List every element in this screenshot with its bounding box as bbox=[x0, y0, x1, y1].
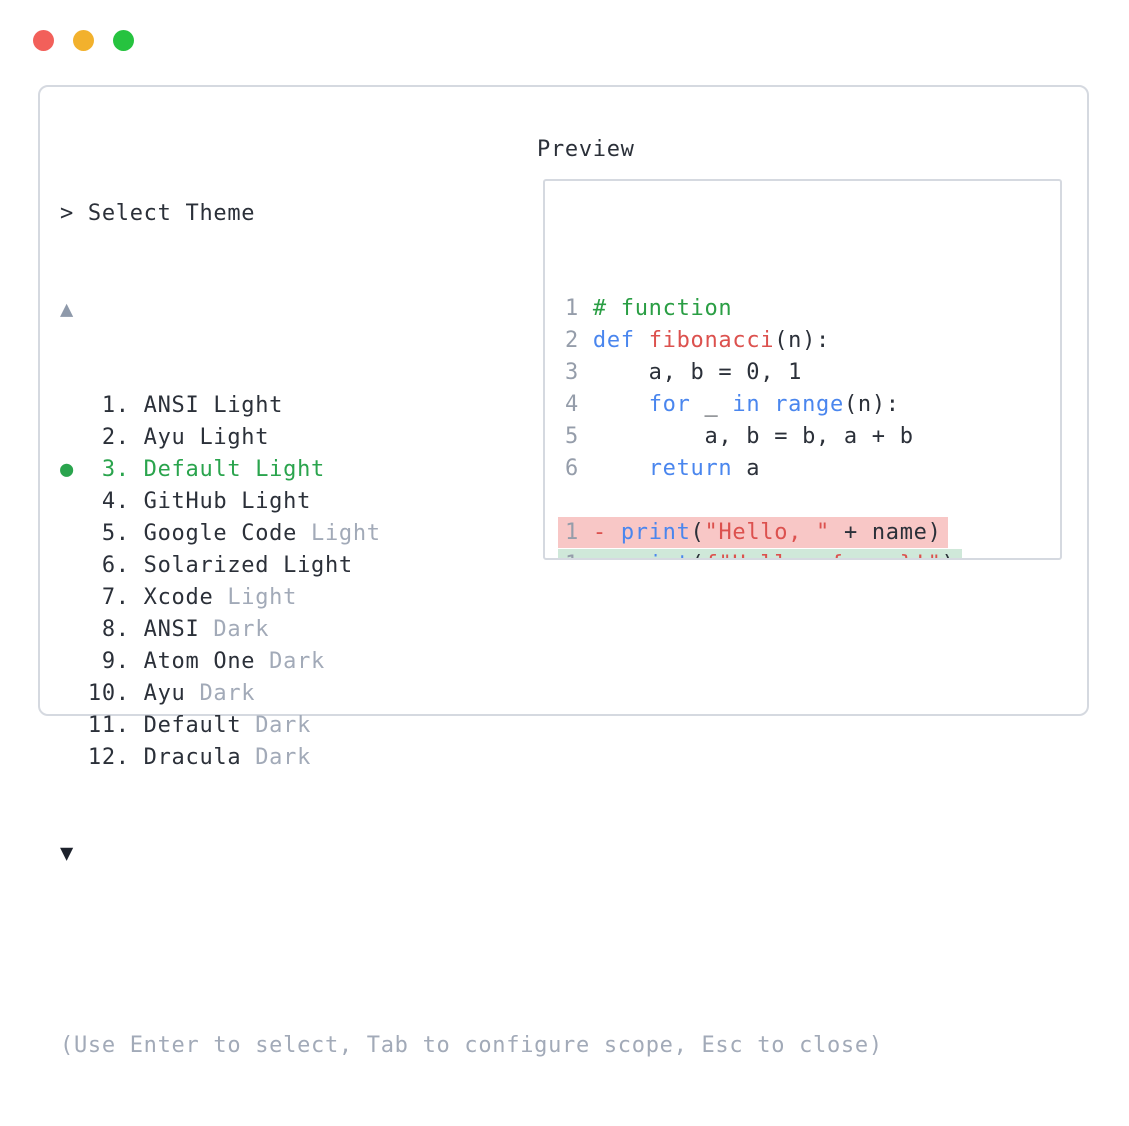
diff-sign-removed: - bbox=[592, 520, 607, 545]
theme-item-ansi-dark[interactable]: 8. ANSI Dark bbox=[60, 614, 883, 646]
window-controls bbox=[33, 30, 134, 51]
theme-variant: Light bbox=[199, 393, 284, 418]
theme-number: 5. bbox=[87, 521, 144, 546]
line-number: 4 bbox=[565, 392, 579, 417]
blank-line bbox=[565, 485, 1060, 517]
preview-box: 1 # function 2 def fibonacci(n): 3 a, b = … bbox=[543, 179, 1062, 560]
theme-item-xcode-light[interactable]: 7. Xcode Light bbox=[60, 582, 883, 614]
code-line-5: 5 a, b = b, a + b bbox=[565, 424, 914, 449]
theme-variant: Light bbox=[241, 457, 325, 482]
theme-item-ayu-light[interactable]: 2. Ayu Light bbox=[60, 422, 883, 454]
close-window-button[interactable] bbox=[33, 30, 54, 51]
theme-number: 8. bbox=[87, 617, 144, 642]
theme-number: 10. bbox=[87, 681, 144, 706]
theme-variant: Dark bbox=[241, 745, 312, 770]
theme-number: 12. bbox=[87, 745, 144, 770]
theme-item-ayu-dark[interactable]: 10. Ayu Dark bbox=[60, 678, 883, 710]
theme-variant: Light bbox=[227, 489, 312, 514]
line-number: 6 bbox=[565, 456, 579, 481]
preview-title: Preview bbox=[537, 137, 635, 162]
line-number: 3 bbox=[565, 360, 579, 385]
diff-line-added: 1 + print(f"Hello, {name}!") bbox=[558, 549, 1060, 558]
theme-variant: Dark bbox=[199, 617, 270, 642]
theme-name: ANSI bbox=[143, 393, 200, 418]
theme-variant: Light bbox=[297, 521, 381, 546]
theme-name: Ayu bbox=[143, 681, 186, 706]
theme-number: 6. bbox=[87, 553, 144, 578]
code-line-1: 1 # function bbox=[565, 296, 733, 321]
theme-item-default-light[interactable]: ● 3. Default Light bbox=[60, 454, 883, 486]
line-number: 1 bbox=[565, 296, 579, 321]
theme-name: Dracula bbox=[143, 745, 242, 770]
theme-item-solarized-light[interactable]: 6. Solarized Light bbox=[60, 550, 883, 582]
line-number: 2 bbox=[565, 328, 579, 353]
theme-variant: Light bbox=[269, 553, 353, 578]
diff-line-removed: 1 - print("Hello, " + name) bbox=[558, 517, 1060, 549]
theme-number: 2. bbox=[87, 425, 144, 450]
select-theme-prompt: > Select Theme bbox=[60, 201, 256, 226]
theme-item-ansi-light[interactable]: 1. ANSI Light bbox=[60, 390, 883, 422]
code-preview: 1 # function 2 def fibonacci(n): 3 a, b = … bbox=[558, 293, 1060, 558]
theme-name: Ayu bbox=[143, 425, 186, 450]
theme-number: 3. bbox=[87, 457, 144, 482]
line-number: 1 bbox=[565, 552, 579, 558]
theme-name: Google Code bbox=[143, 521, 298, 546]
theme-name: ANSI bbox=[143, 617, 200, 642]
selected-dot-icon: ● bbox=[60, 457, 88, 482]
theme-variant: Dark bbox=[185, 681, 256, 706]
scroll-down-icon[interactable]: ▼ bbox=[60, 841, 74, 866]
theme-name: Xcode bbox=[143, 585, 214, 610]
theme-name: Default bbox=[143, 457, 242, 482]
theme-variant: Light bbox=[213, 585, 298, 610]
theme-item-dracula-dark[interactable]: 12. Dracula Dark bbox=[60, 742, 883, 774]
theme-name: Solarized bbox=[143, 553, 270, 578]
theme-variant: Dark bbox=[241, 713, 312, 738]
code-line-3: 3 a, b = 0, 1 bbox=[565, 360, 803, 385]
code-line-2: 2 def fibonacci(n): bbox=[565, 328, 830, 353]
theme-variant: Light bbox=[185, 425, 270, 450]
scroll-up-icon[interactable]: ▲ bbox=[60, 297, 74, 322]
theme-item-atom-one-dark[interactable]: 9. Atom One Dark bbox=[60, 646, 883, 678]
theme-number: 11. bbox=[87, 713, 144, 738]
spacer-row bbox=[60, 934, 883, 966]
line-number: 5 bbox=[565, 424, 579, 449]
theme-item-google-code-light[interactable]: 5. Google Code Light bbox=[60, 518, 883, 550]
theme-name: GitHub bbox=[143, 489, 228, 514]
maximize-window-button[interactable] bbox=[113, 30, 134, 51]
code-line-6: 6 return a bbox=[565, 456, 761, 481]
theme-number: 7. bbox=[87, 585, 144, 610]
theme-item-github-light[interactable]: 4. GitHub Light bbox=[60, 486, 883, 518]
theme-name: Atom One bbox=[143, 649, 256, 674]
line-number: 1 bbox=[565, 520, 579, 545]
help-text: (Use Enter to select, Tab to configure s… bbox=[60, 1033, 883, 1058]
theme-variant: Dark bbox=[255, 649, 325, 674]
code-line-4: 4 for _ in range(n): bbox=[565, 392, 900, 417]
diff-sign-added: + bbox=[593, 552, 607, 558]
minimize-window-button[interactable] bbox=[73, 30, 94, 51]
theme-name: Default bbox=[143, 713, 242, 738]
theme-number: 9. bbox=[87, 649, 144, 674]
theme-number: 1. bbox=[87, 393, 144, 418]
theme-number: 4. bbox=[87, 489, 144, 514]
theme-item-default-dark[interactable]: 11. Default Dark bbox=[60, 710, 883, 742]
theme-picker-panel: > Select Theme ▲ 1. ANSI Light 2. Ayu Li… bbox=[38, 85, 1089, 1058]
